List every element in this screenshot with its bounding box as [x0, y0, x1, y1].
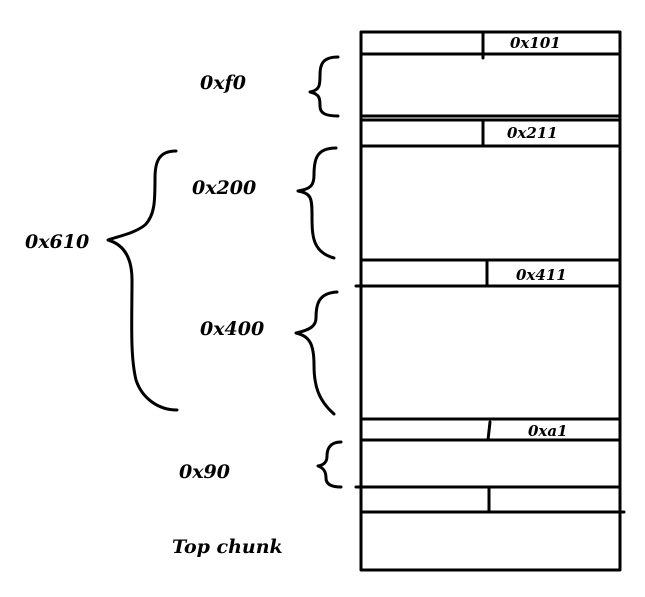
top-chunk-label: Top chunk — [172, 536, 283, 558]
chunk-1-header-label: 0x101 — [510, 34, 561, 52]
brace-0x610 — [106, 149, 179, 412]
brace-0xf0 — [308, 55, 340, 118]
brace-0x90 — [316, 440, 343, 489]
chunk-4-header-label: 0xa1 — [528, 422, 568, 440]
chunk-3-header-label: 0x411 — [516, 266, 567, 284]
size-label-0xf0: 0xf0 — [200, 72, 246, 94]
heap-column — [359, 30, 622, 572]
size-label-0x400: 0x400 — [200, 318, 264, 340]
chunk-4-header-divider — [486, 420, 492, 442]
size-label-0x90: 0x90 — [179, 461, 230, 483]
chunk-2-header-label: 0x211 — [507, 124, 558, 142]
brace-0x200 — [296, 146, 338, 260]
brace-0x400 — [294, 290, 339, 416]
size-label-0x200: 0x200 — [192, 177, 256, 199]
combined-size-label: 0x610 — [25, 231, 89, 253]
